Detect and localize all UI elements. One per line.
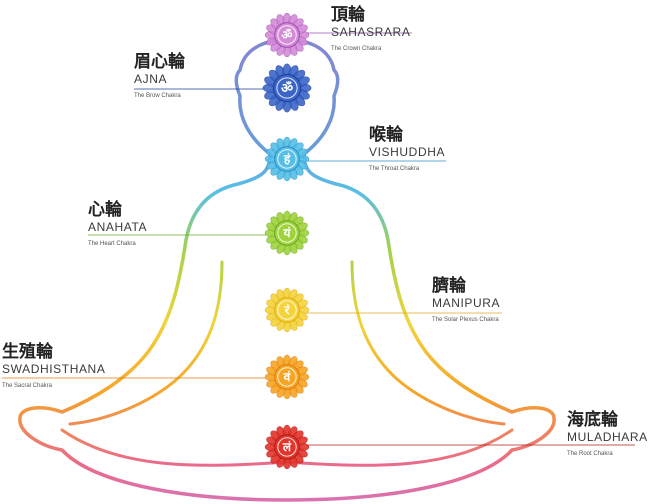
ajna-english-label: The Brow Chakra	[134, 93, 181, 99]
muladhara-sanskrit-label: MULADHARA	[567, 430, 648, 444]
svg-text:हं: हं	[283, 152, 291, 166]
anahata-english-label: The Heart Chakra	[88, 241, 136, 247]
swadhisthana-english-label: The Sacral Chakra	[2, 383, 53, 389]
ajna-chinese-label: 眉心輪	[134, 52, 185, 72]
swadhisthana-chinese-label: 生殖輪	[2, 342, 53, 362]
svg-text:यं: यं	[283, 226, 292, 240]
figure-arm-inner-right	[350, 260, 506, 426]
vishuddha-english-label: The Throat Chakra	[369, 166, 420, 172]
manipura-english-label: The Solar Plexus Chakra	[432, 317, 499, 323]
svg-text:वं: वं	[283, 370, 292, 384]
sahasrara-chinese-label: 頂輪	[331, 5, 365, 25]
anahata-chakra-icon: यं	[264, 210, 310, 256]
ajna-chakra-icon: ॐ	[262, 63, 312, 113]
swadhisthana-chakra-icon: वं	[264, 354, 310, 400]
anahata-sanskrit-label: ANAHATA	[88, 220, 148, 234]
svg-text:ॐ: ॐ	[282, 28, 293, 42]
svg-text:ॐ: ॐ	[281, 80, 293, 96]
figure-arm-inner-left	[68, 260, 224, 426]
manipura-chakra-icon: रं	[264, 287, 310, 333]
sahasrara-sanskrit-label: SAHASRARA	[331, 25, 411, 39]
vishuddha-chakra-icon: हं	[264, 136, 310, 182]
vishuddha-chinese-label: 喉輪	[369, 125, 403, 145]
muladhara-chinese-label: 海底輪	[567, 410, 618, 430]
sahasrara-chakra-icon: ॐ	[264, 12, 310, 58]
ajna-sanskrit-label: AJNA	[134, 72, 168, 86]
sahasrara-english-label: The Crown Chakra	[331, 46, 382, 52]
vishuddha-sanskrit-label: VISHUDDHA	[369, 145, 446, 159]
figure-body-outline	[18, 154, 556, 502]
svg-text:रं: रं	[284, 303, 291, 317]
anahata-chinese-label: 心輪	[88, 200, 122, 220]
manipura-chinese-label: 臍輪	[432, 276, 466, 296]
manipura-sanskrit-label: MANIPURA	[432, 296, 501, 310]
svg-text:लं: लं	[282, 440, 292, 454]
swadhisthana-sanskrit-label: SWADHISTHANA	[2, 362, 106, 376]
muladhara-chakra-icon: लं	[264, 424, 310, 470]
muladhara-english-label: The Root Chakra	[567, 451, 613, 457]
